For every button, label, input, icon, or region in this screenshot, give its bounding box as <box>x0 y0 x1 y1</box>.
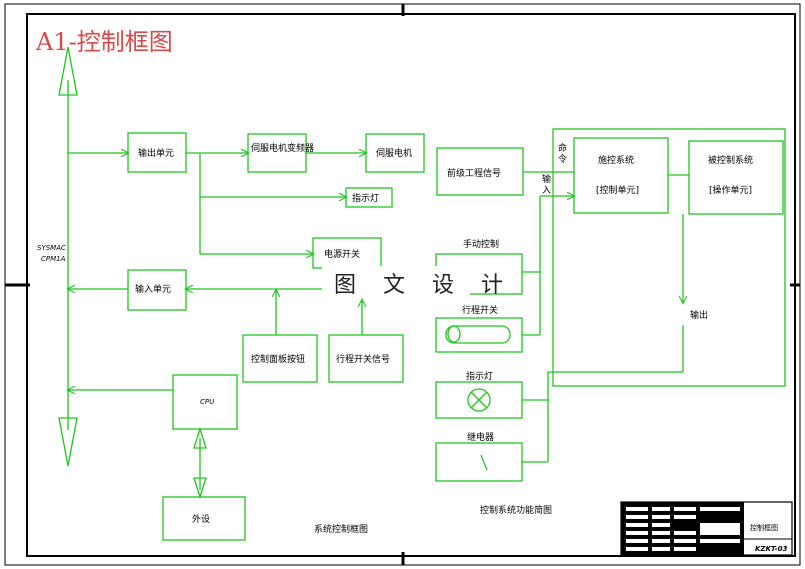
output-unit-label: 输出单元 <box>138 147 174 159</box>
peripheral-box <box>162 496 246 541</box>
servo-driver-label: 伺服电机变频器 <box>251 142 314 154</box>
side-label-sysmac: SYSMAC <box>37 244 66 252</box>
travel-switch-symbol <box>445 325 511 344</box>
peripheral-label: 外设 <box>192 513 210 525</box>
control-system-box <box>573 137 669 214</box>
left-caption: 系统控制框图 <box>314 523 368 535</box>
watermark-bg <box>322 266 470 298</box>
lamp-icon <box>467 388 491 412</box>
operation-unit-label: [操作单元] <box>709 184 752 196</box>
system-boundary <box>552 128 786 387</box>
relay-switch-icon <box>480 454 488 471</box>
control-system-label: 施控系统 <box>598 154 634 166</box>
diagram-title: A1-控制框图 <box>35 28 173 56</box>
bus-arrow-top <box>58 46 78 96</box>
indicator-label: 指示灯 <box>352 192 379 204</box>
input-unit-label: 输入单元 <box>135 283 171 295</box>
cpu-label: CPU <box>200 398 214 406</box>
control-unit-label: [控制单元] <box>596 184 639 196</box>
input-unit-box <box>127 269 187 311</box>
control-panel-box <box>242 334 318 383</box>
cpu-arrow-up <box>193 426 207 449</box>
indicator-r-label: 指示灯 <box>466 370 493 382</box>
output-label: 输出 <box>690 309 708 321</box>
command-label-1: 命 <box>558 142 567 154</box>
title-block-code: KZKT-03 <box>755 545 787 553</box>
travel-switch-box <box>435 317 523 353</box>
title-block <box>620 501 793 556</box>
travel-switch-label: 行程开关 <box>462 304 498 316</box>
power-switch-label: 电源开关 <box>324 248 360 260</box>
cpu-arrow-down <box>193 477 207 500</box>
controlled-system-box <box>688 140 784 215</box>
cpu-box <box>172 374 238 430</box>
command-label-2: 令 <box>558 153 567 165</box>
watermark-text: 图 文 设 计 <box>334 273 513 298</box>
relay-label: 继电器 <box>467 431 494 443</box>
control-panel-label: 控制面板按钮 <box>251 353 305 365</box>
input-label-1: 输 <box>542 173 551 185</box>
side-label-cpm1a: CPM1A <box>41 255 66 263</box>
title-block-name: 控制框图 <box>750 523 778 532</box>
input-label-2: 入 <box>542 185 551 196</box>
travel-signal-label: 行程开关信号 <box>336 353 390 365</box>
controlled-system-label: 被控制系统 <box>708 154 753 166</box>
indicator-box <box>345 187 393 208</box>
right-caption: 控制系统功能简图 <box>480 504 552 516</box>
travel-signal-box <box>328 334 404 383</box>
servo-motor-label: 伺服电机 <box>376 147 412 159</box>
bus-arrow-bottom <box>58 417 78 467</box>
relay-box <box>435 442 523 482</box>
servo-motor-box <box>365 133 425 173</box>
front-signal-label: 前级工程信号 <box>447 167 501 179</box>
manual-control-label: 手动控制 <box>463 238 499 250</box>
